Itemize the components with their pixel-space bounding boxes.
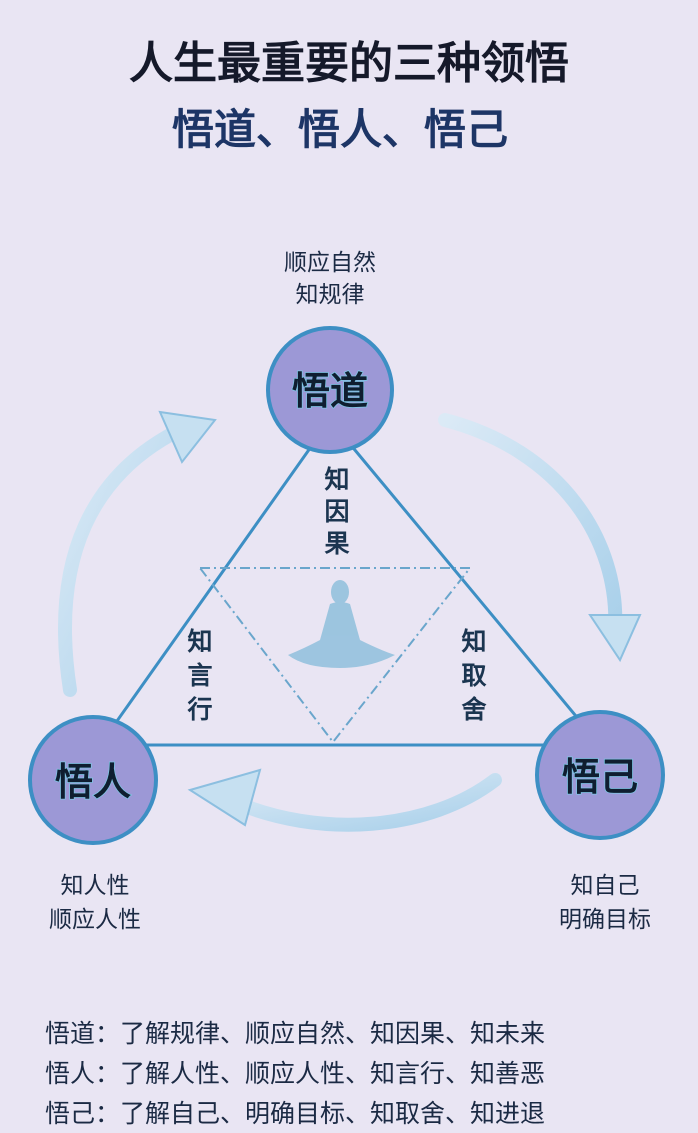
left-caption-2: 顺应人性 [49, 907, 141, 933]
top-caption-2: 知规律 [296, 282, 365, 308]
arrow-right-down [438, 413, 623, 637]
edge-left-char-1: 知 [187, 627, 212, 656]
node-wuji-label: 悟己 [562, 755, 638, 799]
node-wudao-label: 悟道 [292, 369, 368, 413]
arrow-bottom-left [223, 773, 502, 832]
edge-top-char-2: 因 [324, 497, 349, 526]
arrowhead-right [588, 614, 642, 663]
edge-left-char-3: 行 [186, 695, 212, 724]
edge-right-char-2: 取 [461, 661, 486, 690]
footer-line-2: 悟人：了解人性、顺应人性、知言行、知善恶 [45, 1059, 545, 1088]
outer-triangle [97, 417, 604, 747]
edge-top-char-3: 果 [324, 529, 349, 558]
edge-left-char-2: 言 [187, 661, 212, 690]
right-caption-2: 明确目标 [559, 907, 651, 933]
left-caption-1: 知人性 [61, 873, 130, 899]
arrowhead-left [158, 410, 217, 464]
cycle-arrows [58, 410, 642, 832]
edge-right-char-3: 舍 [461, 695, 486, 724]
node-wudao: 悟道 [266, 326, 394, 454]
node-wuren: 悟人 [28, 715, 158, 845]
node-wuren-label: 悟人 [55, 760, 131, 804]
meditation-figure-icon [288, 580, 395, 668]
edge-right-char-1: 知 [461, 627, 486, 656]
title-line1: 人生最重要的三种领悟 [129, 38, 569, 89]
arrowhead-bottom [187, 768, 262, 827]
inner-triangle [197, 567, 473, 744]
top-caption-1: 顺应自然 [284, 250, 376, 276]
footer-line-1: 悟道：了解规律、顺应自然、知因果、知未来 [45, 1019, 545, 1048]
arrow-left-up [58, 418, 197, 697]
edge-top-char-1: 知 [324, 465, 349, 494]
right-caption-1: 知自己 [571, 873, 640, 899]
title-line2: 悟道、悟人、悟己 [172, 105, 508, 154]
node-wuji: 悟己 [535, 710, 665, 840]
footer-line-3: 悟己：了解自己、明确目标、知取舍、知进退 [45, 1099, 545, 1128]
